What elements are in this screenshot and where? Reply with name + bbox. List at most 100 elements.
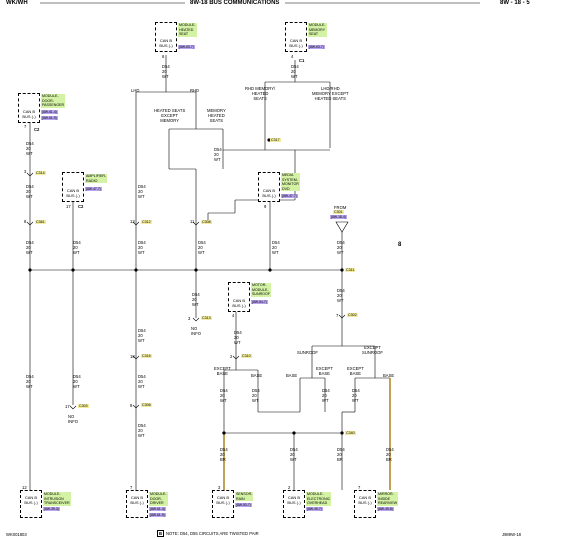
header-left: WK/WH bbox=[6, 0, 28, 6]
door-driver-ref2: (8W-61-9) bbox=[149, 513, 166, 517]
door-passenger-ref2: (8W-61-9) bbox=[41, 116, 58, 120]
label-no-info: NO INFO bbox=[68, 414, 79, 424]
label-heated-except-memory: HEATED SEATS EXCEPT MEMORY bbox=[154, 108, 186, 123]
sensor-rain-pin: 3 bbox=[218, 485, 221, 490]
pin-label: 7 bbox=[336, 313, 339, 318]
overhead-pin: 2 bbox=[288, 485, 291, 490]
overhead-label: MODULE- ELECTRONIC OVERHEAD bbox=[306, 492, 332, 506]
door-passenger-conn: C2 bbox=[34, 127, 40, 132]
pin-label: 8 bbox=[24, 219, 27, 224]
sunroof-pin: 4 bbox=[232, 313, 235, 318]
media-monitor-ref: (8W-47-7) bbox=[281, 194, 298, 198]
mirror-ref: (8W-49-8) bbox=[377, 507, 394, 511]
amplifier-pin: 17 bbox=[66, 204, 71, 209]
module-mirror: CAN B BUS (-) bbox=[354, 490, 376, 518]
module-sensor-rain: CAN B BUS (-) bbox=[212, 490, 234, 518]
label-from-ref: (8W-18-4) bbox=[330, 215, 347, 219]
module-door-driver: CAN B BUS (-) bbox=[126, 490, 148, 518]
sunroof-ref: (8W-64-7) bbox=[251, 300, 268, 304]
amplifier-label: AMPLIFIER- RADIO bbox=[85, 174, 108, 184]
label-except-base: EXCEPT BASE bbox=[316, 366, 333, 376]
footer-left: WK001803 bbox=[6, 532, 27, 537]
connector-c314: C314 bbox=[35, 171, 46, 175]
label-rhd-memory: RHD MEMORY/ HEATED SEATS bbox=[245, 86, 276, 101]
heated-seat-label: MODULE- HEATED SEAT bbox=[178, 23, 197, 37]
door-passenger-pin: 7 bbox=[24, 124, 27, 129]
door-driver-pin: 7 bbox=[130, 485, 133, 490]
label-memory-heated: MEMORY HEATED SEATS bbox=[207, 108, 226, 123]
pin-label: 8 bbox=[130, 403, 133, 408]
connector-c340: C340 bbox=[345, 431, 356, 435]
connector-c303: C303 bbox=[78, 404, 89, 408]
sunroof-label: MOTOR- MODULE- SUNROOF bbox=[251, 283, 271, 297]
door-driver-ref: (8W-61-4) bbox=[149, 507, 166, 511]
mirror-label: MIRROR- INSIDE REARVIEW bbox=[377, 492, 399, 506]
label-base: BASE bbox=[383, 373, 395, 378]
pin-label: 3 bbox=[188, 316, 191, 321]
connector-c311: C311 bbox=[345, 268, 356, 272]
label-base: BASE bbox=[251, 373, 263, 378]
intrusion-label: MODULE- INTRUSION TRANSCEIVER bbox=[43, 492, 71, 506]
module-media-monitor: CAN B BUS (-) bbox=[258, 172, 280, 202]
pin-label: 17 bbox=[65, 404, 70, 409]
label-except-sunroof: EXCEPT SUNROOF bbox=[362, 345, 383, 355]
memory-seat-label: MODULE- MEMORY SEAT bbox=[308, 23, 327, 37]
heated-seat-ref: (8W-63-7) bbox=[178, 45, 195, 49]
sensor-rain-ref: (8W-53-7) bbox=[235, 503, 252, 507]
door-passenger-ref: (8W-61-4) bbox=[41, 110, 58, 114]
footer-right: J989W-18 bbox=[502, 532, 522, 537]
intrusion-ref: (8W-39-3) bbox=[43, 507, 60, 511]
module-memory-seat: CAN B BUS (-) bbox=[285, 22, 307, 52]
media-monitor-label: MEDIA SYSTEM- MONITOR DVD bbox=[281, 173, 300, 192]
module-overhead: CAN B BUS (-) bbox=[283, 490, 305, 518]
pin-label: 18 bbox=[130, 354, 135, 359]
connector-c312: C312 bbox=[141, 220, 152, 224]
sensor-rain-label: SENSOR- RAIN bbox=[235, 492, 254, 502]
amplifier-conn: C2 bbox=[78, 204, 84, 209]
memory-seat-conn: C1 bbox=[299, 58, 305, 63]
door-driver-label: MODULE- DOOR- DRIVER bbox=[149, 492, 168, 506]
label-lhd-memory: LHD/RHD MEMORY EXCEPT HEATED SEATS bbox=[312, 86, 349, 101]
connector-c316: C316 bbox=[141, 354, 152, 358]
label-rhd: RHD bbox=[190, 88, 200, 93]
connector-c310: C310 bbox=[241, 354, 252, 358]
intrusion-pin: 12 bbox=[22, 485, 27, 490]
label-lhd: LHD bbox=[131, 88, 140, 93]
label-no-info: NO INFO bbox=[191, 326, 202, 336]
from-triangle bbox=[335, 221, 349, 233]
mirror-pin: 7 bbox=[358, 485, 361, 490]
connector-c308: C308 bbox=[201, 220, 212, 224]
media-monitor-pin: 9 bbox=[264, 204, 267, 209]
footer-note: NOTE: D54, D55 CIRCUITS ARE TWISTED PAIR bbox=[166, 531, 259, 536]
module-sunroof: CAN B BUS (-) bbox=[228, 282, 250, 312]
connector-c313: C313 bbox=[201, 316, 212, 320]
heated-seat-pin: 6 bbox=[162, 54, 165, 59]
pin-label: 11 bbox=[190, 219, 195, 224]
connector-c302: C302 bbox=[347, 313, 358, 317]
connector-c361: C361 bbox=[35, 220, 46, 224]
module-door-passenger: CAN B BUS (-) bbox=[18, 93, 40, 123]
pin-label: 13 bbox=[130, 219, 135, 224]
page-title: 8W-18 BUS COMMUNICATIONS bbox=[190, 0, 280, 6]
bus-marker: 8 bbox=[398, 242, 402, 248]
